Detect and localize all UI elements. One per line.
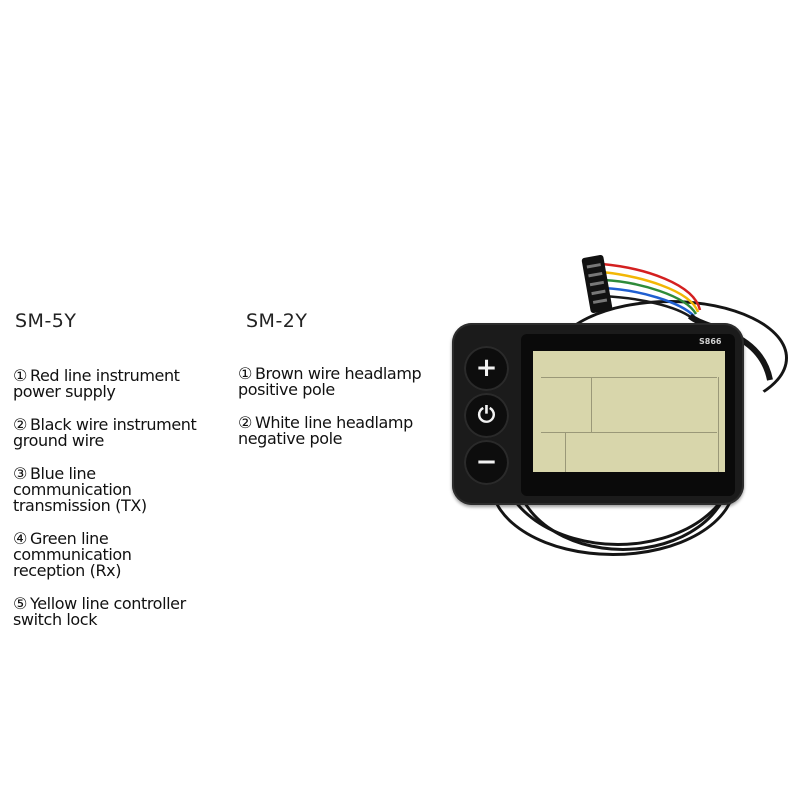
item-text: Brown wire headlamp	[254, 364, 422, 383]
item-number: ③	[13, 464, 27, 483]
item-text: ground wire	[13, 431, 104, 450]
item-text: communication	[13, 480, 132, 499]
item-text: Blue line	[29, 464, 96, 483]
item-text: transmission (TX)	[13, 496, 147, 515]
minus-button[interactable]: −	[464, 440, 509, 485]
lcd-screen	[533, 351, 725, 472]
power-button[interactable]: ⏻	[464, 393, 509, 438]
item-text: Black wire instrument	[29, 415, 197, 434]
item-number: ②	[238, 413, 252, 432]
item-text: White line headlamp	[254, 413, 413, 432]
item-number: ④	[13, 529, 27, 548]
item-text: negative pole	[238, 429, 343, 448]
item-text: positive pole	[238, 380, 335, 399]
item-text: power supply	[13, 382, 116, 401]
item-text: switch lock	[13, 610, 98, 629]
item-text: Green line	[29, 529, 109, 548]
item-number: ①	[238, 364, 252, 383]
plus-button[interactable]: +	[464, 346, 509, 391]
item-number: ⑤	[13, 594, 27, 613]
item-text: Red line instrument	[29, 366, 180, 385]
sm2y-title: SM-2Y	[246, 310, 308, 332]
item-text: reception (Rx)	[13, 561, 122, 580]
item-number: ②	[13, 415, 27, 434]
item-text: Yellow line controller	[29, 594, 186, 613]
sm5y-title: SM-5Y	[15, 310, 77, 332]
item-text: communication	[13, 545, 132, 564]
model-label: S866	[699, 337, 722, 346]
item-number: ①	[13, 366, 27, 385]
